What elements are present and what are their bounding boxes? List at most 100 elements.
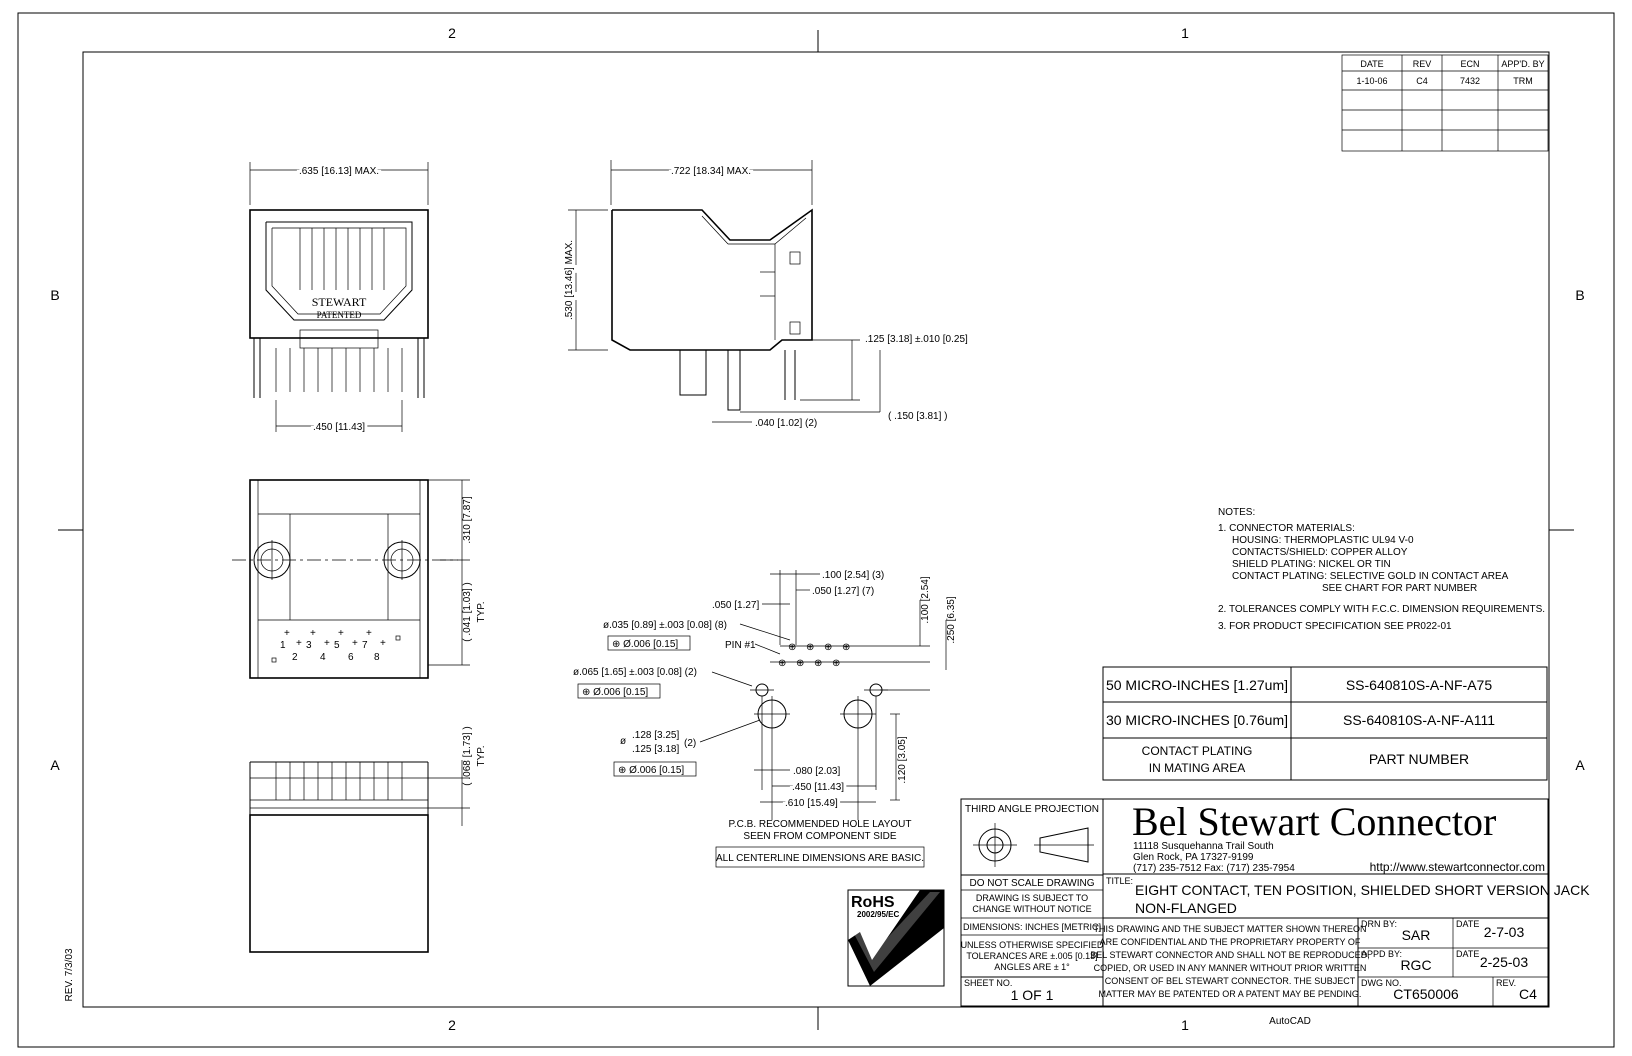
svg-text:⊕: ⊕	[796, 658, 804, 669]
bottom-contacts	[275, 762, 403, 800]
bottom-view: ( .068 [1.73] ) TYP.	[249, 726, 487, 953]
svg-text:⊕: ⊕	[806, 642, 814, 653]
top-pin-markers: + + + + + + + +	[271, 628, 401, 663]
notes-heading: NOTES:	[1218, 507, 1255, 518]
svg-text:+: +	[296, 638, 302, 649]
zone-label-right-b: B	[1575, 287, 1584, 303]
do-not-scale: DO NOT SCALE DRAWING	[969, 878, 1094, 889]
pin-number: 7	[362, 640, 368, 651]
pcb-caption-2: SEEN FROM COMPONENT SIDE	[743, 831, 896, 842]
approved-date-label: DATE	[1456, 949, 1479, 959]
rev-header-appd: APP'D. BY	[1501, 59, 1544, 69]
zone-label-top-right: 1	[1181, 25, 1189, 41]
pcb-holes-row-1: ⊕ ⊕ ⊕ ⊕	[780, 642, 930, 653]
tolerance-1: UNLESS OTHERWISE SPECIFIED	[961, 940, 1104, 950]
note-line: SEE CHART FOR PART NUMBER	[1322, 583, 1477, 594]
part-row-1: SS-640810S-A-NF-A75	[1346, 677, 1493, 693]
dim-side-height: .530 [13.46] MAX.	[564, 240, 575, 320]
svg-text:+: +	[284, 628, 290, 639]
svg-text:⊕: ⊕	[832, 658, 840, 669]
note-line: CONTACT PLATING: SELECTIVE GOLD IN CONTA…	[1232, 571, 1509, 582]
drawn-date: 2-7-03	[1484, 924, 1525, 940]
svg-text:⊕: ⊕	[778, 658, 786, 669]
plating-row-2: 30 MICRO-INCHES [0.76um]	[1106, 712, 1288, 728]
revision: C4	[1519, 986, 1537, 1002]
front-sublabel: PATENTED	[317, 310, 362, 320]
sheet-number: 1 OF 1	[1011, 987, 1054, 1003]
revision-table: DATE REV ECN APP'D. BY 1-10-06 C4 7432 T…	[1341, 54, 1549, 152]
side-view: .722 [18.34] MAX. .530 [13.46] MAX. .125…	[561, 160, 968, 429]
drawing-number: CT650006	[1393, 986, 1459, 1002]
dim-pin-width: .040 [1.02] (2)	[755, 418, 817, 429]
plating-header-2: IN MATING AREA	[1149, 761, 1245, 775]
pcb-caption-1: P.C.B. RECOMMENDED HOLE LAYOUT	[729, 819, 912, 830]
dim-top-041-typ: TYP.	[476, 602, 487, 623]
drawing-title-1: EIGHT CONTACT, TEN POSITION, SHIELDED SH…	[1135, 882, 1590, 898]
subject-change-2: CHANGE WITHOUT NOTICE	[972, 904, 1091, 914]
tol-frame-128: ⊕ Ø.006 [0.15]	[618, 765, 684, 776]
dim-pcb-128-count: (2)	[684, 738, 696, 749]
centerline-note: ALL CENTERLINE DIMENSIONS ARE BASIC.	[716, 853, 924, 864]
front-label: STEWART	[312, 295, 367, 309]
subject-change-1: DRAWING IS SUBJECT TO	[976, 893, 1088, 903]
dim-pcb-v250: .250 [6.35]	[946, 596, 957, 643]
dim-pin-length: .125 [3.18] ±.010 [0.25]	[865, 334, 968, 345]
outer-border	[17, 12, 1615, 1048]
part-number-header: PART NUMBER	[1369, 751, 1469, 767]
rev-cell-ecn: 7432	[1460, 76, 1480, 86]
zone-label-bottom-left: 2	[448, 1017, 456, 1033]
note-line: 1. CONNECTOR MATERIALS:	[1218, 523, 1355, 534]
confidential-6: MATTER MAY BE PATENTED OR A PATENT MAY B…	[1099, 989, 1362, 999]
dim-pcb-450: .450 [11.43]	[792, 782, 844, 793]
autocad-label: AutoCAD	[1269, 1016, 1311, 1027]
svg-text:+: +	[380, 638, 386, 649]
tol-frame-035: ⊕ Ø.006 [0.15]	[612, 639, 678, 650]
front-contacts	[299, 228, 385, 290]
tolerance-2: TOLERANCES ARE ±.005 [0.13]	[966, 951, 1097, 961]
dim-pcb-050-top: .050 [1.27] (7)	[812, 586, 874, 597]
drawing-title-2: NON-FLANGED	[1135, 900, 1237, 916]
rohs-mark: RoHS	[851, 894, 895, 911]
svg-text:⊕: ⊕	[788, 642, 796, 653]
rev-header-date: DATE	[1360, 59, 1383, 69]
dim-pcb-065: ø.065 [1.65] ±.003 [0.08] (2)	[573, 667, 697, 678]
company-name: Bel Stewart Connector	[1132, 799, 1496, 844]
dim-pcb-128: .128 [3.25]	[632, 730, 679, 741]
pin-number: 3	[306, 640, 312, 651]
rev-header-ecn: ECN	[1460, 59, 1479, 69]
svg-text:+: +	[352, 638, 358, 649]
note-line: 3. FOR PRODUCT SPECIFICATION SEE PR022-0…	[1218, 621, 1452, 632]
note-line: SHIELD PLATING: NICKEL OR TIN	[1232, 559, 1391, 570]
note-line: HOUSING: THERMOPLASTIC UL94 V-0	[1232, 535, 1414, 546]
pin-number: 4	[320, 652, 326, 663]
phone-fax: (717) 235-7512 Fax: (717) 235-7954	[1133, 863, 1295, 874]
dim-pcb-v100: .100 [2.54]	[920, 576, 931, 623]
pin-number: 6	[348, 652, 354, 663]
dim-top-041: ( .041 [1.03] )	[462, 582, 473, 641]
dim-pcb-v120: .120 [3.05]	[897, 736, 908, 783]
dim-pcb-080: .080 [2.03]	[793, 766, 840, 777]
confidential-4: COPIED, OR USED IN ANY MANNER WITHOUT PR…	[1094, 963, 1367, 973]
dim-pcb-035: ø.035 [0.89] ±.003 [0.08] (8)	[603, 620, 727, 631]
side-revision: REV. 7/3/03	[64, 948, 75, 1001]
note-line: CONTACTS/SHIELD: COPPER ALLOY	[1232, 547, 1408, 558]
dim-pcb-050-left: .050 [1.27]	[712, 600, 759, 611]
notes: NOTES: 1. CONNECTOR MATERIALS: HOUSING: …	[1218, 507, 1545, 632]
svg-text:⊕: ⊕	[814, 658, 822, 669]
svg-text:+: +	[366, 628, 372, 639]
part-number-table: 50 MICRO-INCHES [1.27um] SS-640810S-A-NF…	[1102, 666, 1548, 781]
confidential-3: BEL STEWART CONNECTOR AND SHALL NOT BE R…	[1090, 950, 1369, 960]
sheet-label: SHEET NO.	[964, 978, 1012, 988]
dim-pcb-125: .125 [3.18]	[632, 744, 679, 755]
confidential-1: THIS DRAWING AND THE SUBJECT MATTER SHOW…	[1093, 924, 1366, 934]
dim-bottom-068-typ: TYP.	[476, 746, 487, 767]
zone-label-top-left: 2	[448, 25, 456, 41]
title-label: TITLE:	[1106, 876, 1133, 886]
zone-label-right-a: A	[1575, 757, 1585, 773]
zone-label-bottom-right: 1	[1181, 1017, 1189, 1033]
pin-number: 8	[374, 652, 380, 663]
drawn-by: SAR	[1402, 927, 1431, 943]
pin-number: 5	[334, 640, 340, 651]
front-pins	[253, 338, 425, 398]
plating-header-1: CONTACT PLATING	[1142, 744, 1253, 758]
